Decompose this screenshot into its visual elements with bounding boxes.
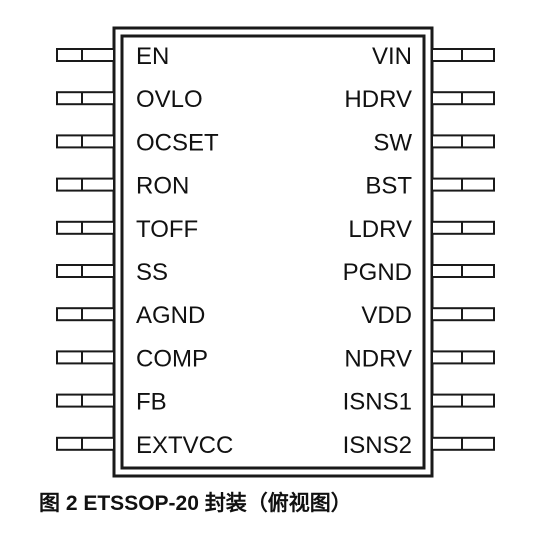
right-pin-4: BST (365, 173, 495, 200)
pin-label: ISNS2 (343, 432, 412, 459)
pin-label: ISNS1 (343, 389, 412, 416)
pin-label: SS (136, 259, 168, 286)
left-pin-2: OVLO (56, 86, 203, 113)
pin-label: FB (136, 389, 167, 416)
pin-label: EN (136, 43, 169, 70)
right-pin-9: ISNS1 (343, 389, 495, 416)
pin-lead (56, 264, 115, 278)
right-pin-6: PGND (343, 259, 495, 286)
pin-lead (56, 48, 115, 62)
pin-label: AGND (136, 302, 205, 329)
left-pin-7: AGND (56, 302, 205, 329)
pin-lead (56, 177, 115, 192)
pin-lead (56, 220, 115, 235)
left-pin-5: TOFF (56, 216, 198, 243)
pin-label: PGND (343, 259, 412, 286)
pin-label: COMP (136, 345, 208, 372)
pin-lead (56, 307, 115, 322)
right-pin-1: VIN (372, 43, 495, 70)
pin-label: VDD (361, 302, 412, 329)
left-pin-10: EXTVCC (56, 432, 233, 459)
right-pin-7: VDD (361, 302, 495, 329)
pin-label: RON (136, 173, 189, 200)
pin-label: TOFF (136, 216, 198, 243)
left-pin-9: FB (56, 389, 167, 416)
package-body-inner (120, 34, 426, 470)
right-pin-2: HDRV (344, 86, 495, 113)
package-body-outer (112, 26, 434, 478)
pin-lead (56, 134, 115, 149)
pin-lead (56, 393, 115, 408)
pin-label: HDRV (344, 86, 412, 113)
pin-label: SW (373, 129, 412, 156)
pin-label: VIN (372, 43, 412, 70)
left-pin-3: OCSET (56, 129, 219, 156)
left-pin-4: RON (56, 173, 189, 200)
pin-lead (56, 91, 115, 106)
left-pin-6: SS (56, 259, 168, 286)
right-pin-10: ISNS2 (343, 432, 495, 459)
pin-label: OCSET (136, 129, 219, 156)
figure-caption: 图 2 ETSSOP-20 封装（俯视图） (39, 492, 352, 515)
pin-lead (56, 436, 115, 451)
pin-label: EXTVCC (136, 432, 233, 459)
pin-label: LDRV (348, 216, 412, 243)
left-pin-8: COMP (56, 345, 208, 372)
right-pin-3: SW (373, 129, 495, 156)
pin-label: OVLO (136, 86, 203, 113)
left-pins: EN OVLO OCSET RON TOFF SS AGND COMP FB EXTVCC (56, 43, 233, 459)
pin-lead (56, 350, 115, 365)
left-pin-1: EN (56, 43, 169, 70)
right-pin-8: NDRV (344, 345, 495, 372)
pin-label: NDRV (344, 345, 412, 372)
right-pin-5: LDRV (348, 216, 495, 243)
pin-label: BST (365, 173, 412, 200)
